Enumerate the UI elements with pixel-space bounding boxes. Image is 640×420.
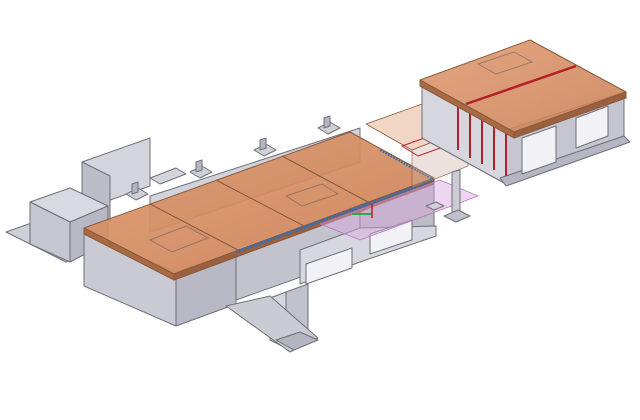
footing-6 xyxy=(149,167,187,185)
left-wing xyxy=(5,137,151,263)
annex-base xyxy=(499,135,631,187)
annex-building xyxy=(419,39,631,187)
annex-opening-1 xyxy=(521,125,557,175)
footing-2 xyxy=(253,137,277,157)
roof-divider-1 xyxy=(149,203,239,251)
footing-5 xyxy=(425,201,445,211)
front-foot xyxy=(275,331,319,351)
roof-room-2 xyxy=(284,183,340,207)
main-opening-1 xyxy=(305,247,353,285)
footings xyxy=(125,115,445,211)
roof-room-1 xyxy=(148,225,210,253)
annex-opening-2 xyxy=(575,105,609,149)
free-column-base xyxy=(443,209,471,223)
main-opening-2 xyxy=(369,219,413,255)
footing-4 xyxy=(125,181,149,201)
annex-roof-edge-left xyxy=(419,79,515,139)
roof-divider-2 xyxy=(215,179,305,227)
annex-room-outline xyxy=(476,51,534,75)
main-roof xyxy=(83,131,435,281)
footing-1 xyxy=(317,115,341,135)
footing-3 xyxy=(189,159,213,179)
roof-divider-3 xyxy=(281,155,369,203)
blue-beam-2 xyxy=(379,149,435,181)
blue-beam xyxy=(235,178,435,254)
annex-red-beam xyxy=(465,64,577,106)
connector-pink-floor xyxy=(318,179,480,241)
